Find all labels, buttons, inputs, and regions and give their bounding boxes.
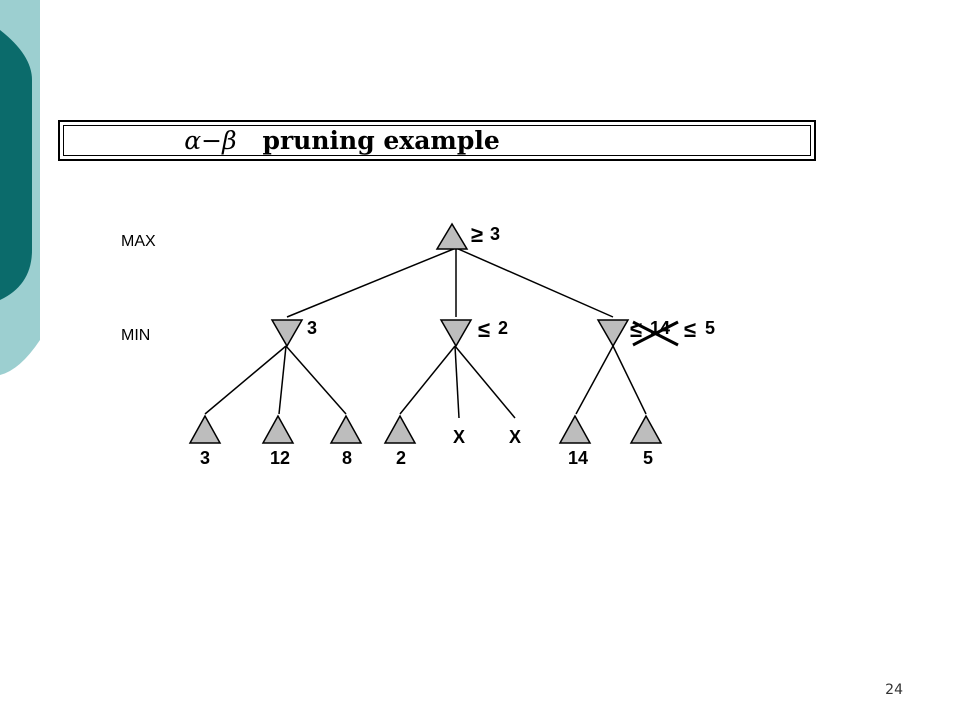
min-node-2-bound-symbol: ≤ xyxy=(478,317,490,342)
edge-min1-leaf1 xyxy=(204,345,287,415)
min-node-1-value: 3 xyxy=(307,318,317,338)
edge-min1-leaf2 xyxy=(278,345,287,415)
root-value: 3 xyxy=(490,224,500,244)
leaf-value-8: 5 xyxy=(643,448,653,468)
pruned-leaf-marker-2: X xyxy=(509,427,521,447)
title-text: pruning example xyxy=(262,126,500,155)
page-number: 24 xyxy=(885,682,903,698)
edge-root-min3 xyxy=(455,247,614,318)
leaf-node-3 xyxy=(329,414,363,444)
leaf-node-4 xyxy=(383,414,417,444)
edge-min3-leaf8 xyxy=(612,345,647,415)
leaf-node-7 xyxy=(558,414,592,444)
min-node-1 xyxy=(270,319,304,348)
min-node-2-value: 2 xyxy=(498,318,508,338)
leaf-value-3: 8 xyxy=(342,448,352,468)
level-label-min: MIN xyxy=(121,327,150,344)
leaf-value-4: 2 xyxy=(396,448,406,468)
edge-min2-pruned1 xyxy=(454,345,460,419)
title-symbol: α−β xyxy=(184,126,237,155)
pruned-leaf-marker-1: X xyxy=(453,427,465,447)
min-node-3 xyxy=(596,319,630,348)
slide-title: α−β pruning example xyxy=(63,125,811,156)
sidebar-decoration xyxy=(0,0,40,375)
min-node-3-crossed-bound: ≤ xyxy=(630,317,642,342)
edge-min1-leaf3 xyxy=(285,345,347,415)
leaf-node-1 xyxy=(188,414,222,444)
min-node-3-bound-symbol: ≤ xyxy=(684,317,696,342)
min-node-3-value: 5 xyxy=(705,318,715,338)
edge-min2-leaf4 xyxy=(399,345,456,415)
leaf-value-2: 12 xyxy=(270,448,290,468)
max-node-root xyxy=(435,222,469,250)
leaf-node-8 xyxy=(629,414,663,444)
root-bound-symbol: ≥ xyxy=(471,222,483,247)
leaf-value-7: 14 xyxy=(568,448,588,468)
min-node-2 xyxy=(439,319,473,348)
cross-out-stroke-2 xyxy=(632,320,679,347)
leaf-value-1: 3 xyxy=(200,448,210,468)
leaf-node-2 xyxy=(261,414,295,444)
title-box: α−β pruning example xyxy=(58,120,816,161)
sidebar-dark-band xyxy=(0,30,32,300)
edge-root-min1 xyxy=(286,247,457,318)
edge-min2-pruned2 xyxy=(454,345,516,419)
level-label-max: MAX xyxy=(121,233,156,250)
edge-min3-leaf7 xyxy=(575,345,614,415)
